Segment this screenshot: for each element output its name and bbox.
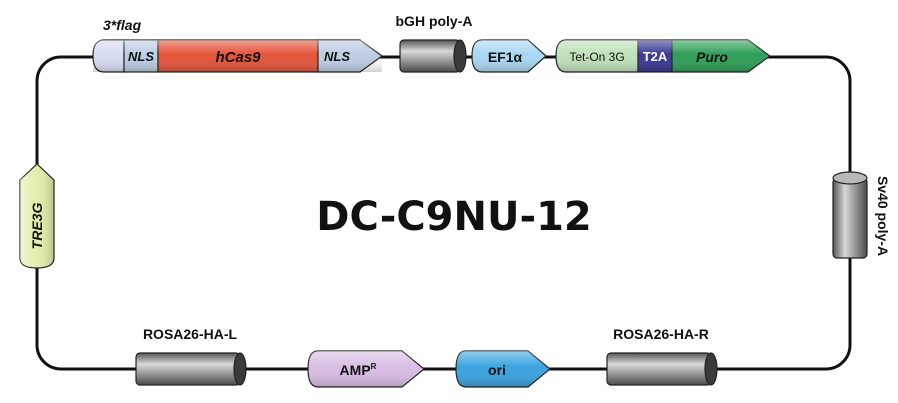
rosa26-ha-l-label: ROSA26-HA-L (143, 326, 238, 342)
rosa26-ha-r-cylinder (606, 352, 718, 386)
bgh-polya-label: bGH poly-A (396, 13, 473, 29)
puro-label: Puro (696, 49, 728, 65)
sv40-polya-label: Sv40 poly-A (875, 176, 891, 256)
rosa26-ha-r-label: ROSA26-HA-R (613, 326, 709, 342)
tre3g-label: TRE3G (29, 203, 45, 250)
flag-label: 3*flag (103, 17, 142, 33)
rosa26-ha-l-cylinder (135, 352, 247, 386)
ef1a-label: EF1α (488, 49, 523, 65)
flag-tag-segment (92, 39, 125, 73)
plasmid-title: DC-C9NU-12 (316, 194, 592, 240)
hcas9-label: hCas9 (215, 49, 261, 66)
teton-label: Tet-On 3G (569, 50, 624, 64)
t2a-label: T2A (643, 49, 668, 64)
ori-label: ori (488, 362, 506, 378)
sv40-polya-cylinder (832, 171, 868, 259)
nls-1-label: NLS (128, 49, 154, 64)
nls-2-label: NLS (324, 49, 350, 64)
ampr-label: AMPR (340, 362, 377, 378)
bgh-polya-cylinder (399, 39, 467, 73)
